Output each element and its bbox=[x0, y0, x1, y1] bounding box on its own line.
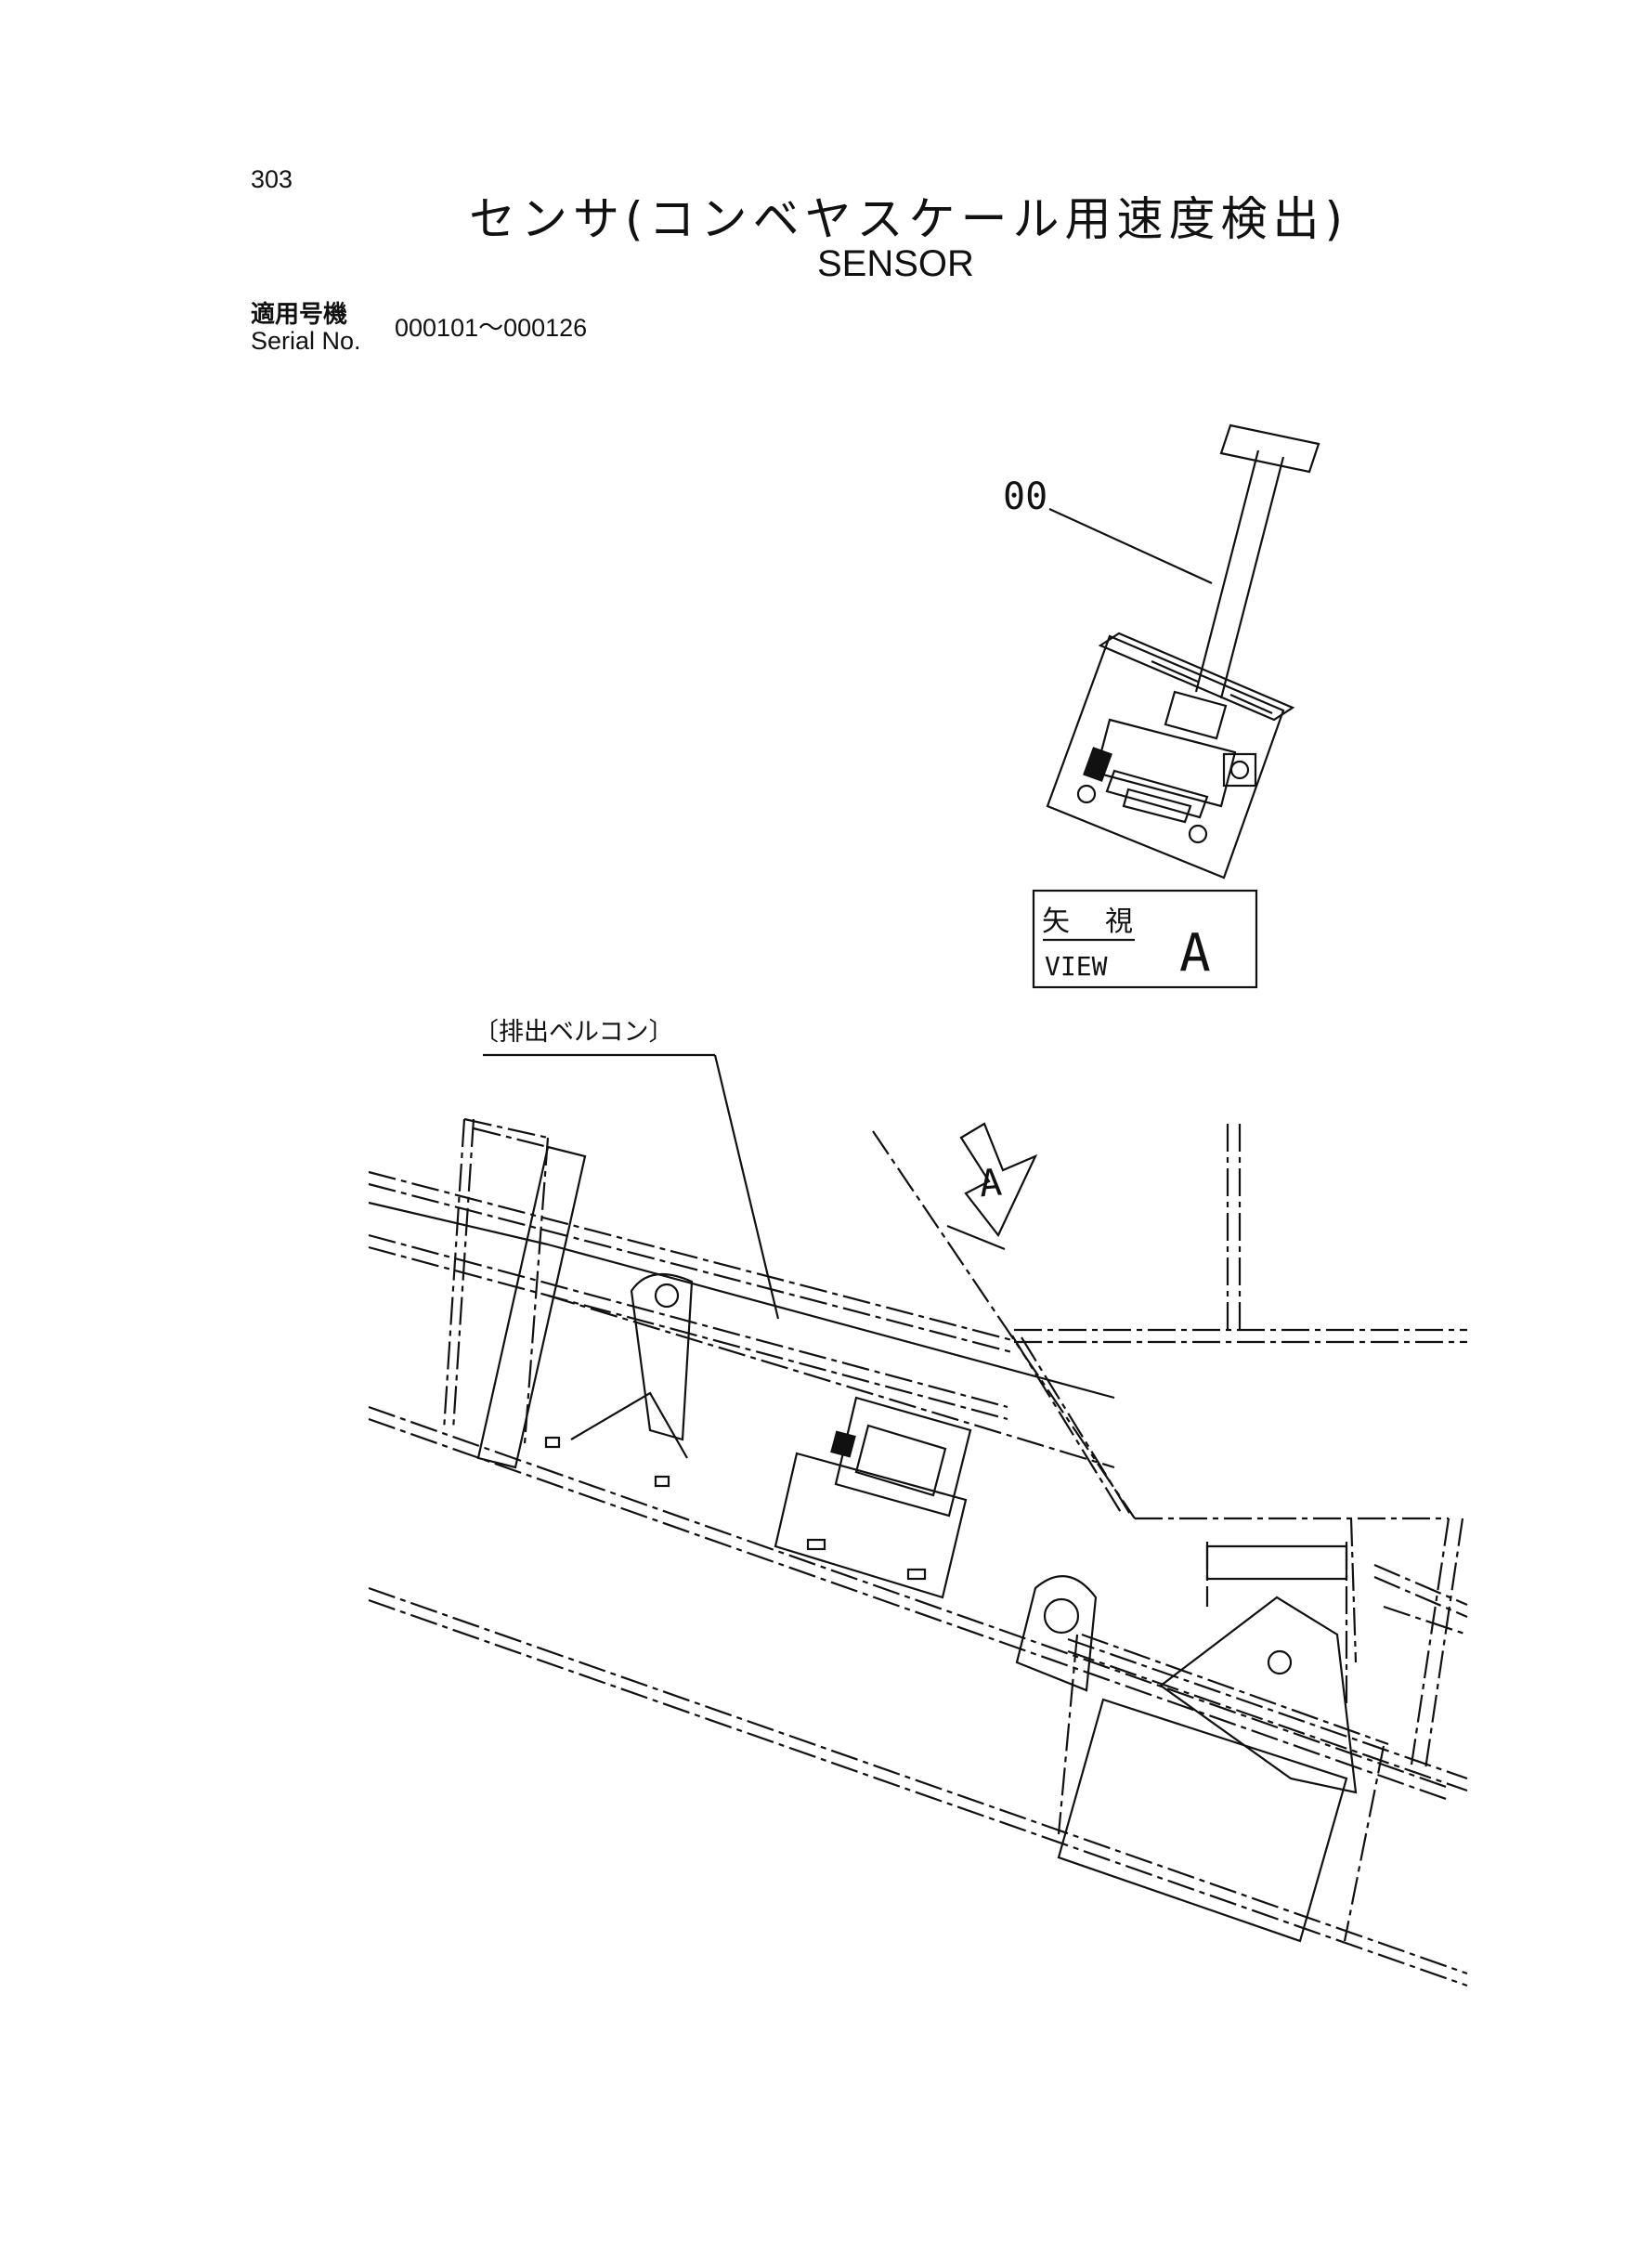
serial-label-japanese: 適用号機 bbox=[251, 301, 348, 329]
view-a-box bbox=[1032, 889, 1258, 989]
conveyor-label: 〔排出ベルコン〕 bbox=[474, 1018, 673, 1047]
part-number-callout: 00 bbox=[1003, 476, 1047, 518]
view-letter: A bbox=[1179, 923, 1211, 984]
view-jp-right: 視 bbox=[1105, 905, 1133, 938]
pulley-bracket bbox=[1015, 1575, 1098, 1692]
sensor-handle-top bbox=[1219, 423, 1320, 474]
conveyor-drawing bbox=[368, 1053, 1468, 1987]
page-title-japanese: センサ(コンベヤスケール用速度検出) bbox=[469, 192, 1349, 246]
arrow-letter: A bbox=[978, 1161, 1004, 1205]
view-jp-left: 矢 bbox=[1042, 905, 1070, 938]
page-number: 303 bbox=[251, 165, 293, 193]
view-arrow-a bbox=[946, 1122, 1038, 1251]
serial-label-english: Serial No. bbox=[251, 327, 361, 355]
sensor-mount-plate bbox=[1046, 634, 1285, 879]
pivot-bracket bbox=[544, 1272, 694, 1488]
bearing-housing bbox=[1057, 1544, 1358, 1943]
sensor-on-conveyor bbox=[774, 1396, 972, 1599]
serial-range: 000101～000126 bbox=[395, 314, 588, 342]
sensor-detail-view bbox=[1046, 423, 1320, 879]
page-title-english: SENSOR bbox=[817, 243, 974, 284]
view-en-label: VIEW bbox=[1045, 951, 1108, 982]
